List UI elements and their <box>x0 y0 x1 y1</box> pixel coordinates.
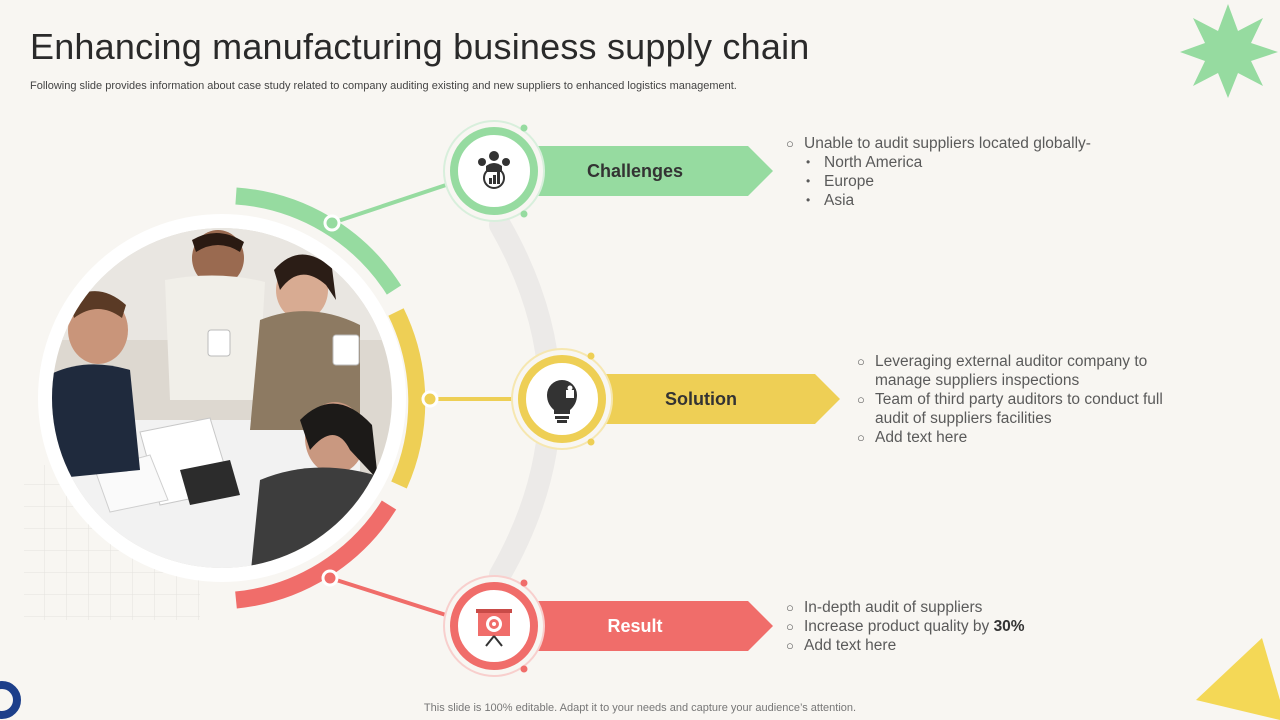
solution-label: Solution <box>665 389 737 409</box>
page-title: Enhancing manufacturing business supply … <box>30 26 810 67</box>
challenges-label: Challenges <box>586 161 684 181</box>
solution-list: ○Leveraging external auditor company to … <box>857 352 1257 447</box>
result-list: ○In-depth audit of suppliers ○Increase p… <box>786 598 1186 655</box>
page-subtitle: Following slide provides information abo… <box>30 80 737 92</box>
result-dot <box>321 569 339 587</box>
list-item: ○In-depth audit of suppliers <box>786 599 983 616</box>
list-item: ○Add text here <box>786 637 897 654</box>
challenges-arrow <box>520 146 773 196</box>
list-item: audit of suppliers facilities <box>875 410 1052 427</box>
list-item: •North America <box>806 154 923 171</box>
list-item: ○Unable to audit suppliers located globa… <box>786 135 1091 152</box>
result-node <box>443 575 773 677</box>
challenges-node <box>443 120 773 222</box>
solution-arrow <box>586 374 840 424</box>
list-item: ○Add text here <box>857 429 968 446</box>
solution-node <box>511 348 840 450</box>
solution-arc <box>388 308 426 489</box>
list-item: manage suppliers inspections <box>875 372 1080 389</box>
lightbulb-puzzle-icon <box>547 380 577 423</box>
list-item: •Asia <box>806 192 855 209</box>
team-chart-icon <box>478 151 510 189</box>
list-item: ○Team of third party auditors to conduct… <box>857 391 1163 408</box>
challenges-dot <box>323 214 341 232</box>
target-presentation-icon <box>476 609 512 647</box>
list-item: ○Leveraging external auditor company to <box>857 353 1148 370</box>
result-label: Result <box>607 616 663 636</box>
triangle-decoration <box>1196 638 1280 720</box>
quality-percent: 30% <box>993 618 1025 635</box>
solution-dot <box>421 390 439 408</box>
list-item: ○Increase product quality by 30% <box>786 618 1025 635</box>
result-connector <box>329 576 447 617</box>
challenges-connector <box>331 183 447 225</box>
business-team-meeting-photo <box>52 228 392 568</box>
ring-decoration <box>0 681 21 719</box>
star-decoration <box>1180 4 1278 98</box>
result-arc <box>235 500 397 609</box>
result-arrow <box>520 601 773 651</box>
list-item: •Europe <box>806 173 874 190</box>
footer-note: This slide is 100% editable. Adapt it to… <box>423 702 857 714</box>
challenges-list: ○Unable to audit suppliers located globa… <box>786 134 1206 210</box>
